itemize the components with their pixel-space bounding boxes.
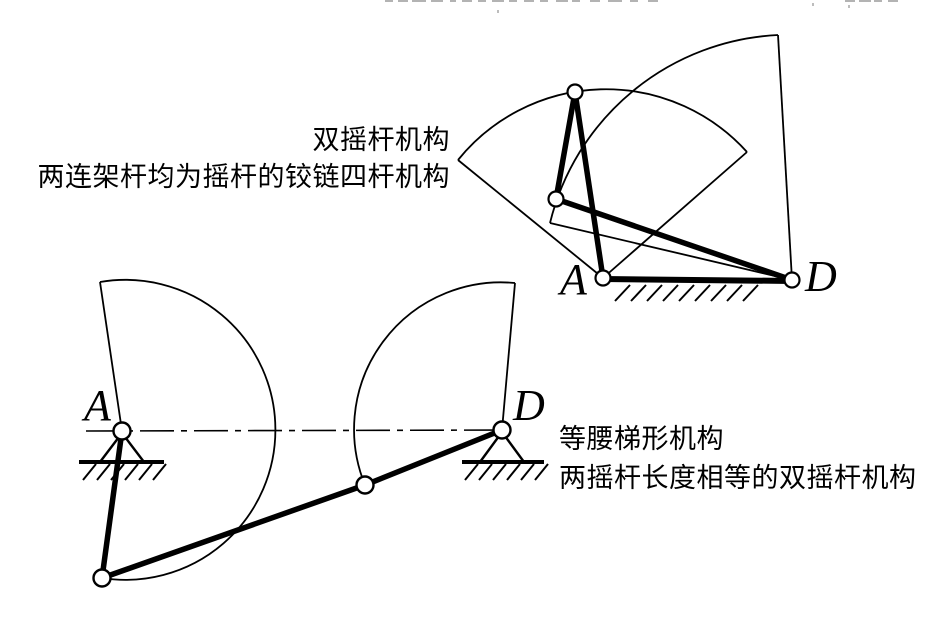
top-fixed-pivot-a-label: A (560, 255, 587, 304)
edge-mark (556, 0, 568, 2)
rocker-dc-sweep-arc (549, 34, 779, 224)
coupler-bc-and-rocker-cd (99, 427, 505, 581)
rocker-ab-limit-right (602, 151, 748, 279)
coupler-bc (553, 89, 578, 202)
bottom-fixed-pivot-d-label: D (513, 381, 545, 430)
moving-links (99, 427, 505, 581)
moving-links (553, 89, 795, 283)
pivot-support-a (79, 432, 167, 481)
rocker-dc-sweep-arc (353, 281, 516, 486)
edge-speck (812, 3, 814, 6)
trapezoid-subtitle: 两摇杆长度相等的双摇杆机构 (559, 463, 917, 493)
edge-mark (540, 0, 548, 2)
joint-c-circle (355, 475, 375, 495)
rocker-dc-sweep-fan (549, 34, 793, 281)
edge-mark (608, 0, 622, 2)
edge-mark (630, 0, 638, 2)
trapezoid-mechanism-diagram (79, 279, 549, 588)
edge-speck (848, 5, 850, 8)
edge-mark (509, 0, 517, 2)
ground-hatching (614, 284, 759, 302)
double-rocker-subtitle: 两连架杆均为摇杆的铰链四杆机构 (37, 162, 450, 192)
edge-mark (572, 0, 580, 2)
edge-mark (412, 0, 426, 2)
edge-mark (450, 0, 456, 2)
bottom-fixed-pivot-a-label: A (84, 381, 111, 430)
joint-d-circle (492, 420, 512, 440)
edge-mark (648, 0, 658, 2)
joint-b-circle (566, 83, 584, 101)
rocker-ab-sweep-fan (99, 279, 277, 581)
joint-c-circle (547, 190, 565, 208)
edge-speck (497, 10, 499, 13)
rocker-cd (553, 196, 795, 283)
edge-mark (478, 0, 486, 2)
ground-link-ad (602, 276, 793, 284)
revolute-joints (92, 420, 512, 588)
edge-mark (888, 0, 898, 2)
edge-mark (385, 0, 393, 2)
rocker-ab (99, 428, 125, 581)
edge-mark (492, 0, 504, 2)
rocker-dc-limit-up (501, 282, 516, 431)
ground-hatching (464, 463, 549, 481)
rocker-dc-limit-up (777, 34, 793, 281)
double-rocker-caption: 双摇杆机构 两连架杆均为摇杆的铰链四杆机构 (38, 122, 451, 196)
top-fixed-pivot-d-label: D (805, 252, 837, 301)
edge-mark (431, 0, 443, 2)
joint-a-circle (594, 269, 612, 287)
edge-mark (874, 0, 882, 2)
edge-mark (590, 0, 600, 2)
joint-d-circle (783, 271, 801, 289)
rocker-ab (572, 89, 606, 281)
trapezoid-title: 等腰梯形机构 (559, 424, 724, 454)
joint-a-circle (112, 421, 132, 441)
rocker-dc-limit-down (549, 222, 793, 281)
edge-mark (859, 0, 871, 2)
trapezoid-caption: 等腰梯形机构 两摇杆长度相等的双摇杆机构 (559, 420, 917, 498)
edge-mark (398, 0, 408, 2)
rocker-ab-limit-up (99, 281, 123, 432)
edge-mark (845, 0, 855, 2)
revolute-joints (547, 83, 801, 289)
rocker-ab-sweep-fan (457, 88, 748, 279)
frame-center-line (85, 429, 517, 432)
double-rocker-title: 双摇杆机构 (312, 125, 450, 155)
joint-b-circle (92, 568, 112, 588)
rocker-ab-sweep-arc (457, 88, 748, 161)
edge-mark (524, 0, 534, 2)
rocker-dc-sweep-fan (353, 281, 516, 486)
edge-mark (462, 0, 472, 2)
rocker-ab-sweep-arc (99, 279, 277, 581)
rocker-ab-limit-left (457, 159, 604, 279)
double-rocker-diagram (457, 34, 801, 302)
ground-hatching (82, 463, 167, 481)
